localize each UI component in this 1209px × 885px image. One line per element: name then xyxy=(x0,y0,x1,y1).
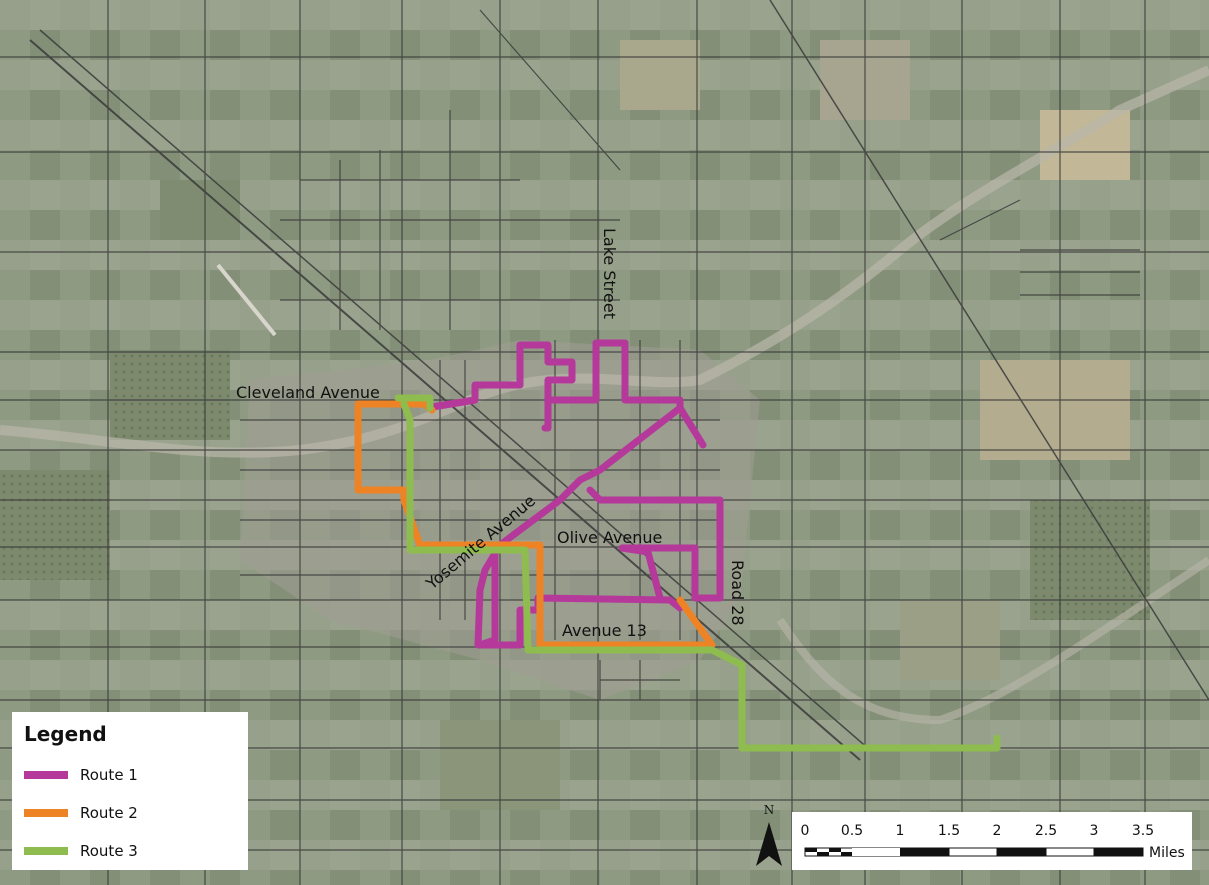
legend-title: Legend xyxy=(24,722,107,746)
scale-tick-2: 2 xyxy=(993,823,1002,839)
scale-bar-graphic: 0 0.5 1 1.5 2 2.5 3 3.5 Miles xyxy=(801,823,1185,861)
legend-swatch-route-3 xyxy=(24,847,68,855)
legend-swatch-route-2 xyxy=(24,809,68,817)
route-3-path xyxy=(394,394,1001,752)
legend-item-route-1: Route 1 xyxy=(24,756,236,794)
route-1-east-loop xyxy=(586,404,724,602)
north-arrow: N xyxy=(752,800,786,872)
legend-label-route-2: Route 2 xyxy=(80,804,138,822)
legend-item-route-2: Route 2 xyxy=(24,794,236,832)
scale-tick-1: 1 xyxy=(896,823,905,839)
scale-tick-0-5: 0.5 xyxy=(841,823,863,839)
route-1-loop-north xyxy=(428,339,684,432)
airport-runway xyxy=(216,263,277,337)
legend-swatch-route-1 xyxy=(24,771,68,779)
route-2 xyxy=(354,400,716,649)
legend-item-route-3: Route 3 xyxy=(24,832,236,870)
route-1-south xyxy=(476,551,499,649)
river xyxy=(0,65,1209,458)
field-block xyxy=(980,360,1130,460)
road-label-avenue13: Avenue 13 xyxy=(562,621,647,640)
legend-label-route-1: Route 1 xyxy=(80,766,138,784)
river xyxy=(776,556,1209,725)
field-block xyxy=(0,470,110,580)
scale-unit: Miles xyxy=(1149,845,1185,861)
scale-bar: 0 0.5 1 1.5 2 2.5 3 3.5 Miles xyxy=(792,812,1192,870)
field-block xyxy=(110,350,230,440)
scale-tick-1-5: 1.5 xyxy=(938,823,960,839)
scale-tick-0: 0 xyxy=(801,823,810,839)
road-label-road28: Road 28 xyxy=(728,560,747,626)
field-block xyxy=(620,40,700,110)
route-3 xyxy=(394,394,1001,752)
north-arrow-label: N xyxy=(764,803,775,817)
legend-panel: Legend Route 1 Route 2 Route 3 xyxy=(12,712,248,870)
road-label-cleveland: Cleveland Avenue xyxy=(236,383,380,402)
legend-label-route-3: Route 3 xyxy=(80,842,138,860)
scale-tick-3-5: 3.5 xyxy=(1132,823,1154,839)
road-label-olive: Olive Avenue xyxy=(557,528,662,547)
field-block xyxy=(160,180,240,240)
scale-tick-2-5: 2.5 xyxy=(1035,823,1057,839)
route-2-path xyxy=(354,400,716,649)
road-label-lake: Lake Street xyxy=(600,228,619,319)
field-block xyxy=(900,600,1000,680)
north-arrow-icon: N xyxy=(756,803,782,866)
field-block xyxy=(1030,500,1150,620)
scale-tick-3: 3 xyxy=(1090,823,1099,839)
